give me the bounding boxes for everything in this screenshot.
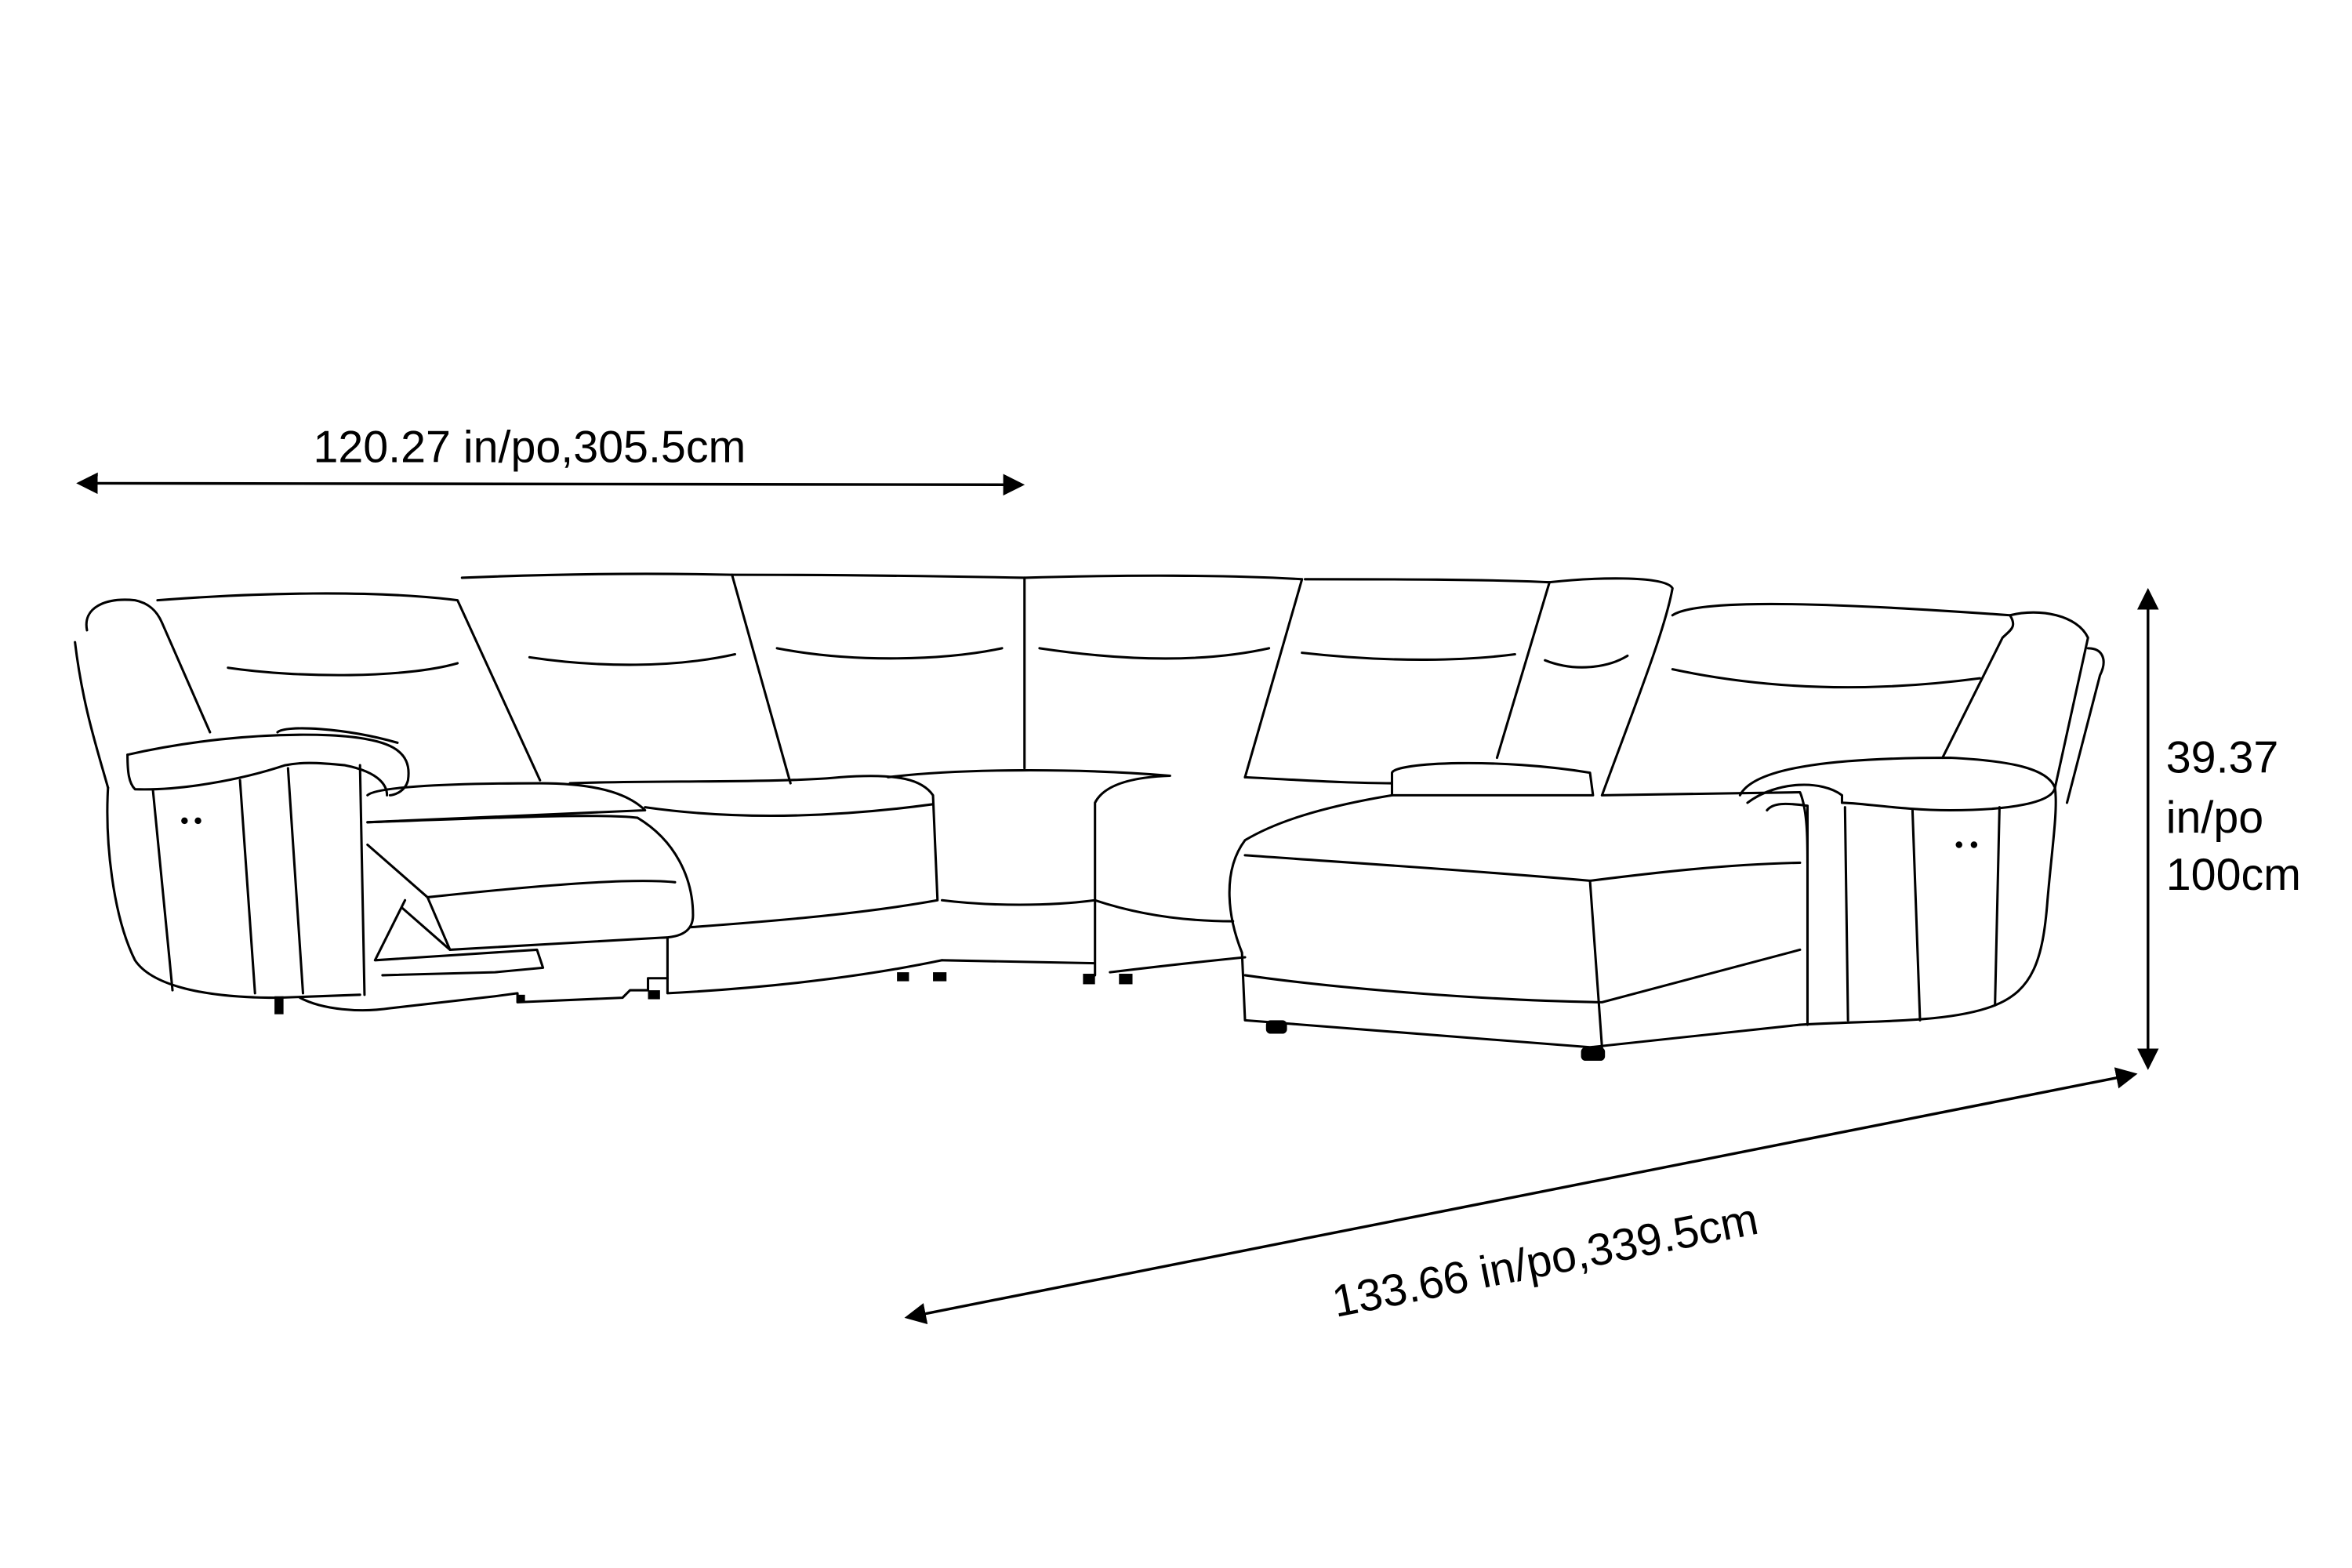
- depth-label: 133.66 in/po,339.5cm: [1328, 1194, 1762, 1327]
- width-dimension: 120.27 in/po,305.5cm: [76, 423, 1025, 496]
- sofa-outline: [74, 572, 2105, 1061]
- width-label: 120.27 in/po,305.5cm: [313, 423, 746, 473]
- depth-arrow: [904, 1067, 2138, 1325]
- height-dimension: 39.37 in/po 100cm: [2137, 587, 2301, 1070]
- height-label-value: 39.37: [2166, 733, 2279, 783]
- depth-dimension: 133.66 in/po,339.5cm: [904, 1067, 2138, 1327]
- height-label-cm: 100cm: [2166, 850, 2301, 900]
- width-arrow: [76, 472, 1025, 496]
- height-label-unit: in/po: [2166, 793, 2263, 843]
